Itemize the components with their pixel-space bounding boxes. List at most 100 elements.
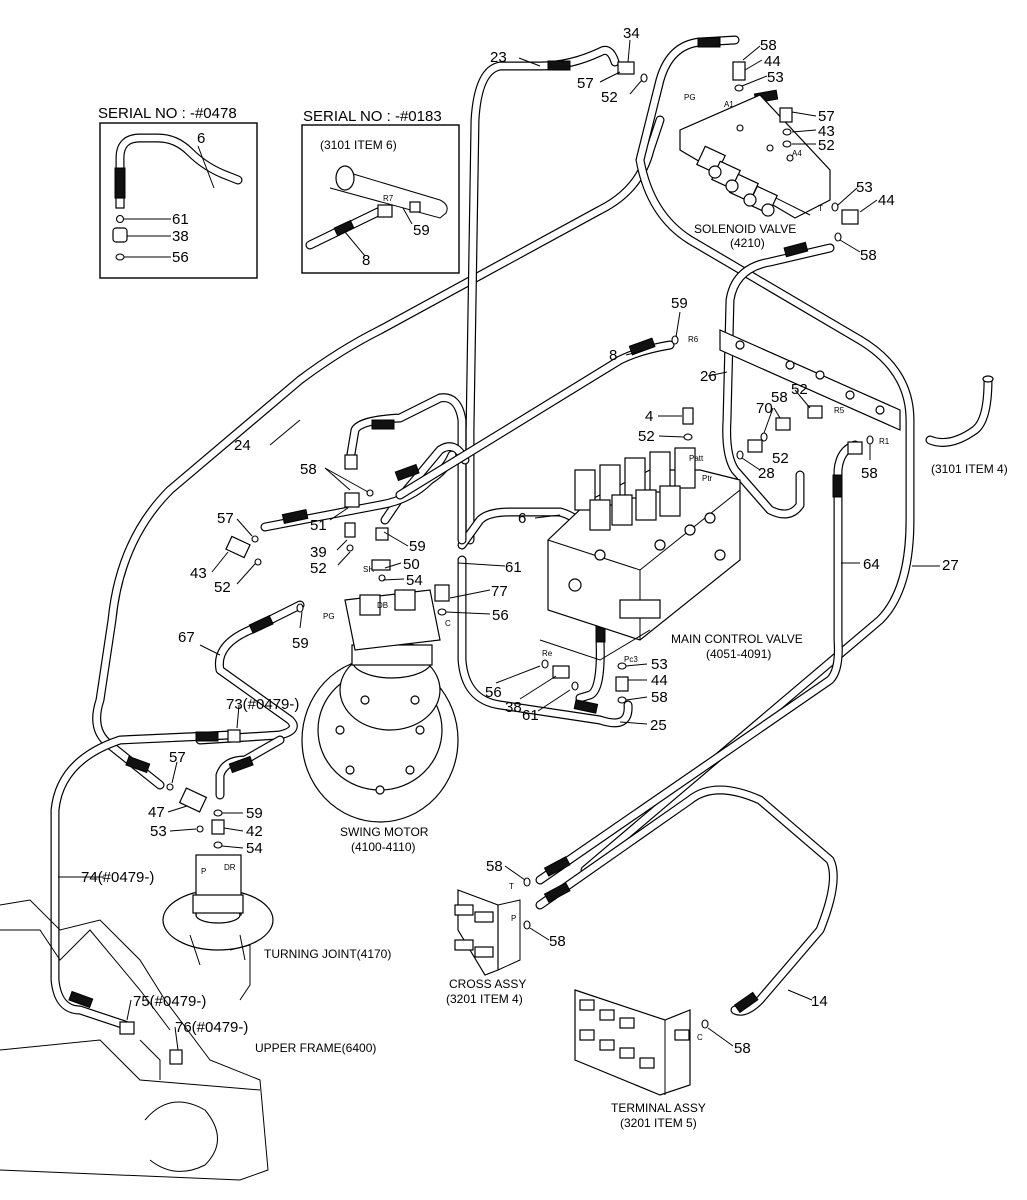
callout-42: 42: [246, 823, 263, 840]
hose-sockets: [68, 37, 843, 1014]
callout-61-motor: 61: [505, 559, 522, 576]
cross-assy: T P CROSS ASSY (3201 ITEM 4): [446, 877, 531, 1006]
callout-61-re: 61: [522, 707, 539, 724]
solenoid-valve-code: (4210): [730, 236, 765, 250]
main-control-valve: Patt Ptr Pc3 MAIN CONTROL VALVE (4051-40…: [539, 447, 803, 664]
callout-43-motor: 43: [190, 565, 207, 582]
callout-54-motor: 54: [406, 572, 423, 589]
solenoid-valve: PG A1 A4 T SOLENOID VALVE (4210): [679, 93, 831, 250]
callout-50: 50: [403, 556, 420, 573]
callout-4: 4: [645, 408, 653, 425]
callout-51: 51: [310, 517, 327, 534]
cross-assy-name: CROSS ASSY: [449, 977, 526, 991]
callout-59-r6: 59: [671, 295, 688, 312]
hose-routes: [50, 35, 915, 1030]
port-a1: A1: [724, 100, 734, 109]
port-r1: R1: [879, 437, 890, 446]
callout-56-motor: 56: [492, 607, 509, 624]
port-c-motor: C: [445, 619, 451, 628]
callout-25: 25: [650, 717, 667, 734]
main-control-valve-code: (4051-4091): [706, 647, 771, 661]
mcv-lower-fittings: [541, 659, 629, 704]
callout-53-tj: 53: [150, 823, 167, 840]
port-ptr: Ptr: [702, 474, 713, 483]
port-c-terminal: C: [697, 1033, 703, 1042]
callout-67: 67: [178, 629, 195, 646]
port-patt: Patt: [689, 454, 704, 463]
port-t-solenoid: T: [818, 204, 823, 213]
callout-58-top: 58: [760, 37, 777, 54]
callout-59-pg: 59: [292, 635, 309, 652]
callout-52-left: 52: [214, 579, 231, 596]
callout-52-patt: 52: [638, 428, 655, 445]
port-r6: R6: [688, 335, 699, 344]
callout-54-tj: 54: [246, 840, 263, 857]
callout-58-r1: 58: [861, 465, 878, 482]
upper-frame-name: UPPER FRAME(6400): [255, 1041, 376, 1055]
callout-59-motor: 59: [409, 538, 426, 555]
callout-64: 64: [863, 556, 880, 573]
callout-6-box: 6: [197, 130, 205, 147]
callout-47: 47: [148, 804, 165, 821]
serial-box-1: SERIAL NO : -#0478 6 61 38 56: [98, 105, 258, 279]
callout-75: 75(#0479-): [133, 993, 206, 1010]
callout-43-sol: 43: [818, 123, 835, 140]
callout-56-box: 56: [172, 249, 189, 266]
serial-box-1-title: SERIAL NO : -#0478: [98, 105, 237, 122]
callout-52-top: 52: [601, 89, 618, 106]
callout-58-motor: 58: [300, 461, 317, 478]
port-p-joint: P: [201, 867, 206, 876]
callout-52-28: 28: [758, 465, 775, 482]
callout-53-pc3: 53: [651, 656, 668, 673]
callout-26: 26: [700, 368, 717, 385]
callout-39: 39: [310, 544, 327, 561]
callout-34: 34: [623, 25, 640, 42]
terminal-assy-code: (3201 ITEM 5): [620, 1116, 697, 1130]
port-pg-motor: PG: [323, 612, 335, 621]
callout-28: 52: [772, 450, 789, 467]
callout-38: 38: [505, 699, 522, 716]
swing-motor-fittings: [225, 454, 450, 616]
serial-box-2-title: SERIAL NO : -#0183: [303, 108, 442, 125]
mid-fittings: [671, 335, 874, 460]
callout-44-sol: 44: [878, 192, 895, 209]
callout-24: 24: [234, 437, 251, 454]
callout-61-box: 61: [172, 211, 189, 228]
port-a4: A4: [792, 149, 802, 158]
callout-6: 6: [518, 510, 526, 527]
callout-53-sol: 53: [856, 179, 873, 196]
turning-joint: P DR TURNING JOINT(4170): [162, 854, 391, 966]
callout-57-tj: 57: [169, 749, 186, 766]
callout-23: 23: [490, 49, 507, 66]
solenoid-valve-name: SOLENOID VALVE: [694, 222, 796, 236]
callout-77: 77: [491, 583, 508, 600]
port-sh: SH: [363, 565, 374, 574]
callout-56-re: 56: [485, 684, 502, 701]
upper-frame: UPPER FRAME(6400): [0, 899, 376, 1181]
callout-57-motor: 57: [217, 510, 234, 527]
item-3101-item4-label: (3101 ITEM 4): [931, 462, 1008, 476]
callout-52-mid: 70: [756, 400, 773, 417]
callout-58-pc3: 58: [651, 689, 668, 706]
port-db: DB: [377, 601, 388, 610]
terminal-assy-name: TERMINAL ASSY: [611, 1101, 706, 1115]
swing-motor: SH DB PG C SWING MOTOR (4100-4110): [301, 565, 459, 854]
callout-58-cross-t: 58: [486, 858, 503, 875]
callout-58-sol: 58: [860, 247, 877, 264]
turning-joint-name: TURNING JOINT(4170): [264, 947, 391, 961]
callout-57-top: 57: [577, 75, 594, 92]
callout-58-r5: 52: [791, 381, 808, 398]
callout-8-box: 8: [362, 252, 370, 269]
callout-52-motor: 52: [310, 560, 327, 577]
port-t-cross: T: [509, 882, 514, 891]
callout-14: 14: [811, 993, 828, 1010]
turning-joint-fittings: [166, 729, 241, 849]
callout-numbers: 23 34 57 52 58 44 53 57 43 52 53 44 58 5…: [81, 25, 959, 1057]
callout-59-box: 59: [413, 222, 430, 239]
callout-44-top: 44: [764, 53, 781, 70]
solenoid-fittings: [617, 61, 859, 242]
swing-motor-code: (4100-4110): [351, 840, 416, 854]
callout-59-tj: 59: [246, 805, 263, 822]
callout-70: 58: [771, 389, 788, 406]
